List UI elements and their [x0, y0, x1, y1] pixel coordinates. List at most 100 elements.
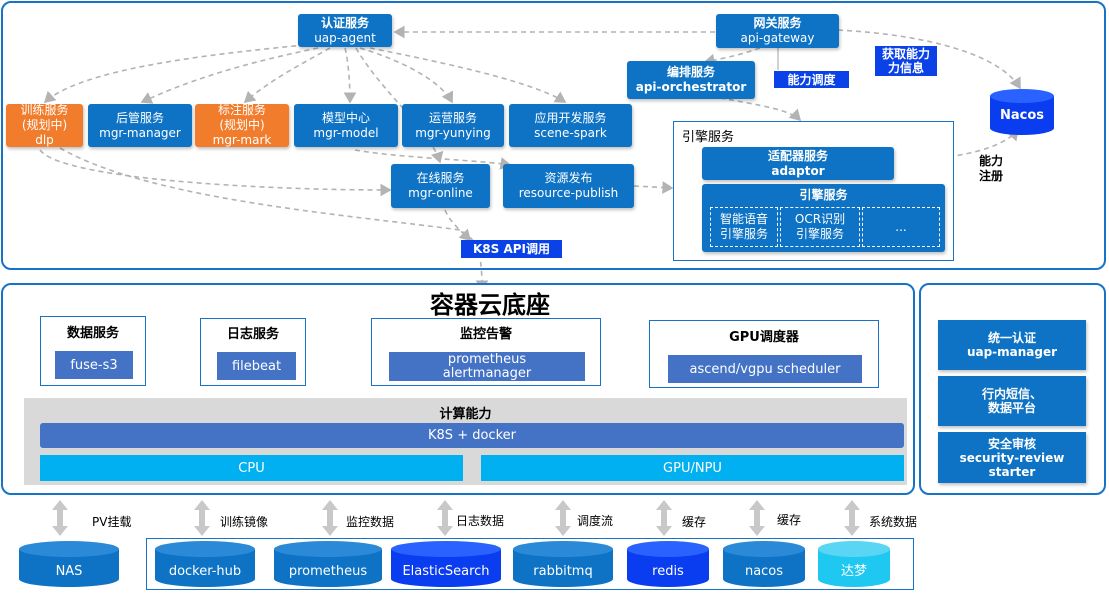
arrow-label-train: 训练镜像	[220, 515, 269, 529]
cyl-nas[interactable]: NAS	[19, 541, 119, 587]
service-publish[interactable]: 资源发布 resource-publish	[503, 164, 634, 208]
ability-schedule-label: 能力调度	[774, 71, 849, 88]
service-model-name: 模型中心	[321, 110, 370, 125]
k8s-api-label: K8S API调用	[461, 240, 562, 258]
service-scene[interactable]: 应用开发服务 scene-spark	[509, 104, 632, 147]
side-box-security[interactable]: 安全审核 security-review starter	[938, 432, 1086, 483]
cyl-elasticsearch[interactable]: ElasticSearch	[391, 541, 501, 587]
fuse-s3-box[interactable]: fuse-s3	[55, 351, 133, 379]
bidirectional-arrows	[52, 500, 860, 536]
line-auth-yunying	[359, 47, 454, 104]
cyl-prometheus[interactable]: prometheus	[274, 541, 382, 587]
engine-ocr-label: OCR识别 引擎服务	[794, 212, 846, 241]
gpu-npu-bar[interactable]: GPU/NPU	[481, 455, 904, 481]
arrow-label-cache1: 缓存	[682, 515, 707, 529]
auth-service-name: 认证服务	[320, 15, 369, 30]
cyl-rabbitmq[interactable]: rabbitmq	[513, 541, 613, 587]
cyl-rabbitmq-label: rabbitmq	[533, 564, 592, 579]
service-mark[interactable]: 标注服务 (规划中) mgr-mark	[195, 103, 289, 147]
line-gw-nacos	[837, 29, 1021, 90]
service-manager[interactable]: 后管服务 mgr-manager	[88, 104, 192, 147]
line-publish-engine	[633, 181, 674, 194]
orchestrator-service-box[interactable]: 编排服务 api-orchestrator	[627, 61, 755, 99]
service-train-code: dlp	[35, 133, 54, 147]
cyl-nacos-label: nacos	[745, 564, 783, 579]
engine-more-label: ...	[895, 219, 907, 234]
container-base-title: 容器云底座	[430, 291, 550, 319]
cyl-redis[interactable]: redis	[627, 541, 709, 587]
adaptor-service-box[interactable]: 适配器服务 adaptor	[702, 147, 894, 180]
service-train-sub: (规划中)	[21, 118, 68, 132]
data-service-title: 数据服务	[66, 326, 119, 341]
cyl-nacos[interactable]: nacos	[723, 541, 805, 587]
storage-group	[146, 538, 914, 590]
line-orch-engine	[719, 97, 802, 122]
service-scene-name: 应用开发服务	[534, 110, 607, 125]
get-ability-info-text: 获取能力 力信息	[881, 47, 930, 75]
side-box-auth[interactable]: 统一认证 uap-manager	[938, 320, 1086, 370]
line-k8s	[59, 147, 489, 292]
side-box-sms[interactable]: 行内短信、 数据平台	[938, 376, 1086, 426]
service-train-name: 训练服务	[20, 103, 69, 117]
service-mark-code: mgr-mark	[212, 133, 272, 147]
engine-more[interactable]: ...	[862, 207, 940, 247]
orchestrator-service-code: api-orchestrator	[635, 80, 747, 94]
service-model[interactable]: 模型中心 mgr-model	[294, 104, 398, 147]
ability-register-label: 能力 注册	[979, 154, 1019, 184]
vgpu-scheduler-box[interactable]: ascend/vgpu scheduler	[668, 355, 862, 383]
service-online[interactable]: 在线服务 mgr-online	[391, 164, 490, 208]
arrow-label-log: 日志数据	[456, 514, 505, 528]
auth-service-box[interactable]: 认证服务 uap-agent	[298, 14, 392, 47]
line-auth-model	[343, 47, 357, 104]
service-train[interactable]: 训练服务 (规划中) dlp	[6, 103, 83, 147]
service-publish-code: resource-publish	[518, 186, 619, 200]
service-online-name: 在线服务	[416, 171, 465, 185]
adaptor-service-code: adaptor	[771, 163, 825, 178]
cyl-docker-hub[interactable]: docker-hub	[155, 541, 255, 587]
filebeat-box[interactable]: filebeat	[217, 352, 296, 380]
line-auth-mark	[243, 47, 331, 104]
k8s-docker-bar[interactable]: K8S + docker	[40, 423, 904, 448]
ability-register-text: 能力 注册	[979, 154, 1004, 183]
log-service-title: 日志服务	[226, 327, 279, 342]
service-mark-name: 标注服务	[217, 103, 266, 117]
side-box-security-line2: security-review	[959, 450, 1065, 465]
arrow-label-cache2: 缓存	[777, 513, 802, 527]
arrow-label-monitor: 监控数据	[346, 515, 395, 529]
cyl-elasticsearch-label: ElasticSearch	[402, 564, 489, 579]
arrow-icon-system	[844, 500, 860, 536]
line-auth-online	[355, 47, 444, 164]
engine-service-name: 引擎服务	[799, 188, 848, 202]
auth-service-code: uap-agent	[314, 30, 376, 45]
service-yunying[interactable]: 运营服务 mgr-yunying	[402, 104, 504, 147]
prometheus-alertmanager-label: prometheus alertmanager	[442, 351, 532, 381]
engine-ocr[interactable]: OCR识别 引擎服务	[780, 207, 860, 247]
arrow-label-schedule: 调度流	[577, 514, 614, 528]
get-ability-info-label: 获取能力 力信息	[875, 46, 937, 76]
line-auth-dlp	[43, 44, 306, 104]
engine-voice[interactable]: 智能语音 引擎服务	[710, 207, 778, 247]
compute-title: 计算能力	[439, 407, 492, 422]
gateway-service-name: 网关服务	[753, 16, 802, 30]
cyl-nas-label: NAS	[56, 564, 83, 579]
engine-area-title: 引擎服务	[682, 130, 735, 145]
engine-service-box[interactable]: 引擎服务	[702, 184, 945, 252]
storage-cylinders: NAS docker-hub prometheus ElasticSearch …	[19, 541, 890, 587]
arrow-icon-train	[194, 500, 210, 536]
adaptor-service-name: 适配器服务	[767, 148, 828, 163]
arrow-icon-cache2	[749, 500, 765, 536]
prometheus-alertmanager-box[interactable]: prometheus alertmanager	[389, 352, 585, 381]
cyl-dameng[interactable]: 达梦	[818, 541, 890, 587]
arrow-icon-monitor	[322, 500, 338, 536]
side-box-sms-line2: 数据平台	[987, 401, 1036, 415]
arrow-label-pv: PV挂载	[92, 515, 132, 529]
gpu-scheduler-title: GPU调度器	[729, 330, 799, 345]
gateway-service-box[interactable]: 网关服务 api-gateway	[716, 14, 839, 48]
arrow-icon-pv	[52, 500, 68, 536]
service-mark-sub: (规划中)	[219, 118, 265, 132]
engine-voice-label: 智能语音 引擎服务	[719, 212, 768, 241]
service-yunying-name: 运营服务	[428, 110, 477, 125]
cpu-bar[interactable]: CPU	[40, 455, 463, 481]
orchestrator-service-name: 编排服务	[666, 65, 715, 79]
monitor-title: 监控告警	[459, 327, 512, 342]
